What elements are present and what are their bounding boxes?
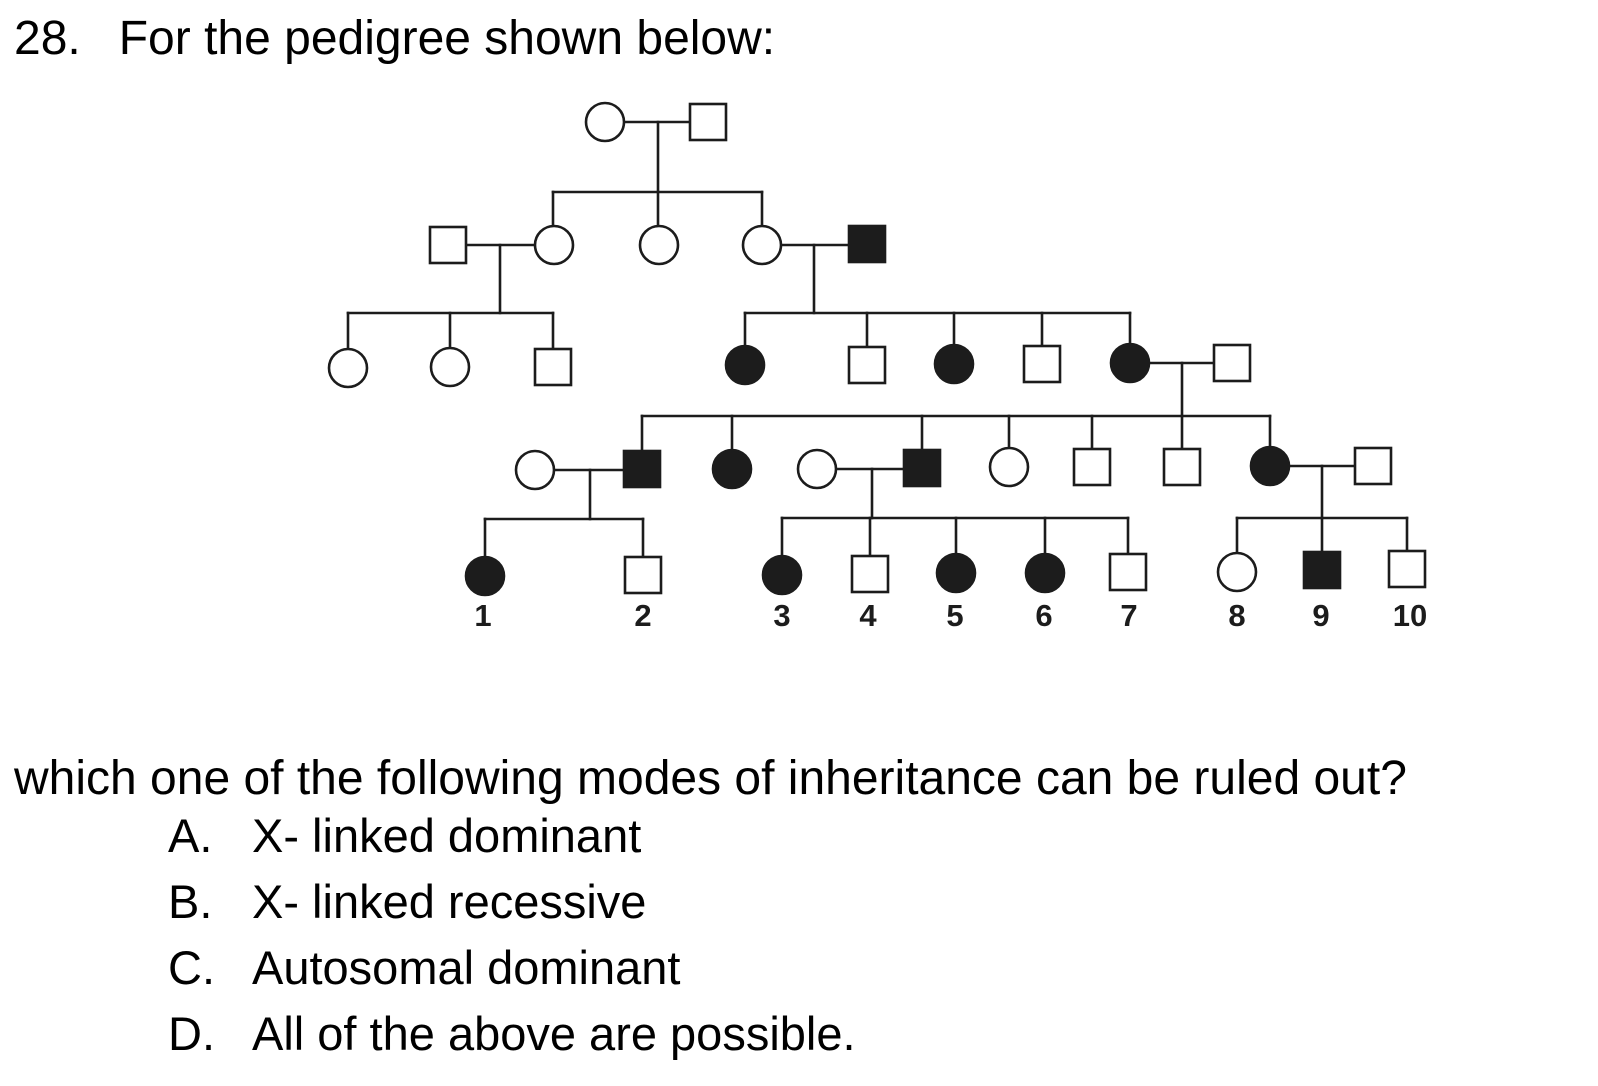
- question-stem: which one of the following modes of inhe…: [14, 752, 1407, 805]
- pedigree-female-affected-IV-9: [1249, 445, 1291, 487]
- pedigree-male-V-4: [850, 554, 890, 594]
- choice-b: B. X- linked recessive: [168, 876, 856, 942]
- choice-c: C. Autosomal dominant: [168, 942, 856, 1008]
- pedigree-male-IV-10: [1353, 446, 1393, 486]
- pedigree-female-affected-V-6: [1024, 552, 1066, 594]
- pedigree-individual-number: 2: [634, 598, 651, 633]
- pedigree-female-affected-V-5: [935, 552, 977, 594]
- pedigree-male-III-3: [533, 347, 573, 387]
- pedigree-male-IV-7: [1072, 447, 1112, 487]
- pedigree-female-V-8: [1216, 551, 1258, 593]
- pedigree-male-III-9: [1212, 343, 1252, 383]
- pedigree-individual-number: 3: [773, 598, 790, 633]
- pedigree-male-V-10: [1387, 549, 1427, 589]
- pedigree-female-III-2: [429, 346, 471, 388]
- choice-d: D. All of the above are possible.: [168, 1008, 856, 1074]
- pedigree-individual-number: 5: [946, 598, 963, 633]
- pedigree-female-affected-V-3: [761, 554, 803, 596]
- pedigree-individual-number: 7: [1120, 598, 1137, 633]
- pedigree-male-III-5: [847, 345, 887, 385]
- pedigree-individual-number: 1: [474, 598, 491, 633]
- choice-a: A. X- linked dominant: [168, 810, 856, 876]
- pedigree-female-IV-6: [988, 446, 1030, 488]
- choice-b-text: X- linked recessive: [252, 875, 647, 928]
- choice-a-letter: A.: [168, 809, 213, 862]
- choice-a-text: X- linked dominant: [252, 809, 642, 862]
- pedigree-female-affected-IV-3: [711, 448, 753, 490]
- choice-c-letter: C.: [168, 941, 215, 994]
- pedigree-individual-number: 9: [1312, 598, 1329, 633]
- pedigree-male-III-7: [1022, 344, 1062, 384]
- choice-b-letter: B.: [168, 875, 213, 928]
- pedigree-male-affected-V-9: [1302, 550, 1342, 590]
- pedigree-male-V-2: [623, 555, 663, 595]
- choice-d-text: All of the above are possible.: [252, 1007, 856, 1060]
- pedigree-individual-number: 4: [859, 598, 877, 633]
- question-prompt: For the pedigree shown below:: [118, 12, 776, 65]
- pedigree-female-II-4: [741, 224, 783, 266]
- pedigree-male-affected-II-5: [847, 224, 887, 264]
- question-number: 28.: [14, 12, 81, 65]
- choices-list: A. X- linked dominant B. X- linked reces…: [168, 810, 856, 1074]
- pedigree-male-affected-IV-2: [622, 449, 662, 489]
- pedigree-female-II-3: [638, 224, 680, 266]
- pedigree-individual-number: 6: [1035, 598, 1052, 633]
- pedigree-female-affected-III-4: [724, 344, 766, 386]
- pedigree-female-IV-4: [796, 448, 838, 490]
- pedigree-female-affected-III-6: [933, 343, 975, 385]
- pedigree-male-I-2: [688, 102, 728, 142]
- pedigree-female-affected-III-8: [1109, 342, 1151, 384]
- pedigree-female-I-1: [584, 101, 626, 143]
- pedigree-female-affected-V-1: [464, 555, 506, 597]
- pedigree-figure: 1 2 3 4 5 6 7 8 9 10: [327, 101, 1427, 633]
- pedigree-female-II-2: [533, 224, 575, 266]
- pedigree-individual-number: 8: [1228, 598, 1245, 633]
- pedigree-male-IV-8: [1162, 447, 1202, 487]
- choice-d-letter: D.: [168, 1007, 215, 1060]
- pedigree-male-V-7: [1108, 552, 1148, 592]
- pedigree-female-III-1: [327, 347, 369, 389]
- pedigree-individual-number: 10: [1393, 598, 1427, 633]
- choice-c-text: Autosomal dominant: [252, 941, 681, 994]
- question-header: 28. For the pedigree shown below:: [14, 12, 776, 65]
- pedigree-female-IV-1: [514, 449, 556, 491]
- pedigree-male-affected-IV-5: [902, 448, 942, 488]
- pedigree-male-II-1: [428, 225, 468, 265]
